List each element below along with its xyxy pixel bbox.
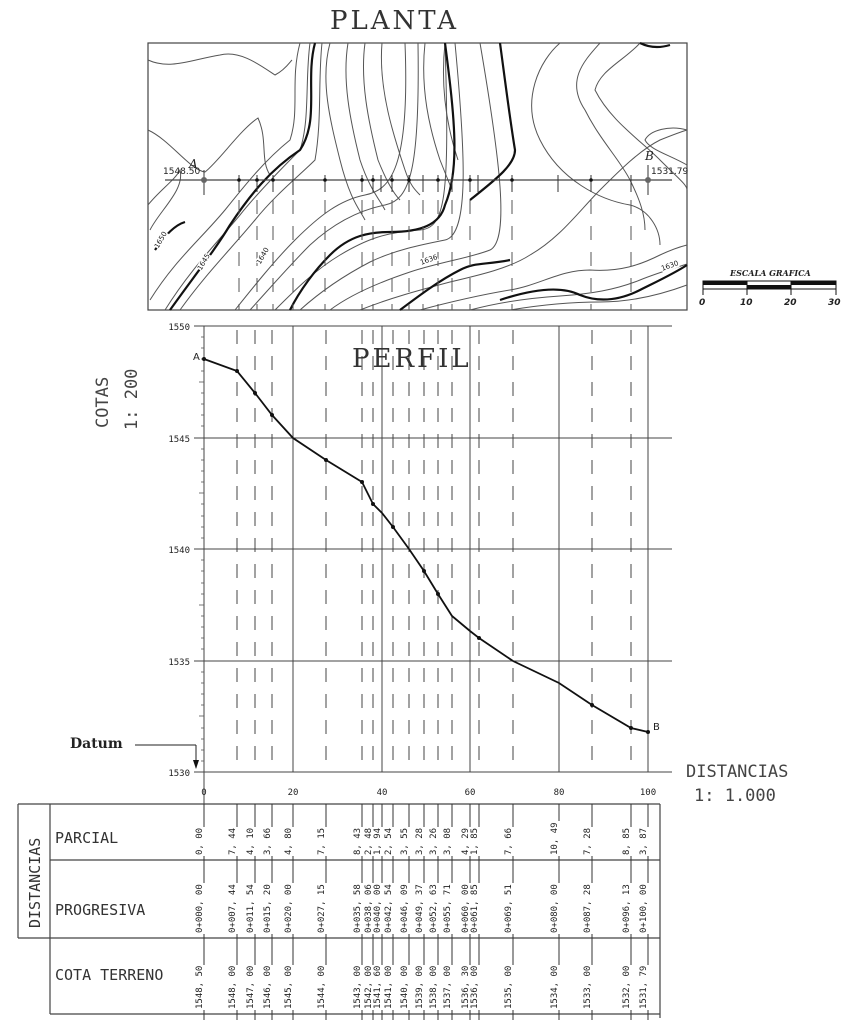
- svg-text:60: 60: [465, 788, 476, 798]
- row-label-progresiva: PROGRESIVA: [55, 901, 146, 919]
- table-cell-cota-terreno: 1547, 00: [246, 964, 256, 1010]
- x-axis-scale: 1: 1.000: [694, 786, 776, 806]
- row-label-parcial: PARCIAL: [55, 829, 119, 847]
- scale-tick-30: 30: [828, 298, 841, 308]
- scale-tick-20: 20: [784, 298, 797, 308]
- svg-text:0: 0: [201, 788, 206, 798]
- table-cell-cota-terreno: 1536, 00: [470, 964, 480, 1010]
- table-cell-parcial: 4, 80: [284, 826, 294, 856]
- point-a-label: A: [189, 157, 198, 171]
- table-cell-progresiva: 0+080, 00: [550, 883, 560, 934]
- table-cell-progresiva: 0+055, 71: [443, 883, 453, 934]
- svg-text:1550: 1550: [168, 323, 190, 333]
- x-axis-label: DISTANCIAS: [686, 762, 789, 782]
- table-cell-cota-terreno: 1544, 00: [317, 964, 327, 1010]
- table-cell-parcial: 7, 44: [228, 826, 238, 856]
- table-cell-parcial: 3, 87: [639, 826, 649, 856]
- table-cell-parcial: 3, 28: [415, 826, 425, 856]
- table-cell-progresiva: 0+096, 13: [622, 883, 632, 934]
- planta-title: PLANTA: [330, 6, 459, 36]
- table-cell-parcial: 8, 43: [353, 826, 363, 856]
- table-group-label: DISTANCIAS: [26, 837, 44, 928]
- table-cell-cota-terreno: 1546, 00: [263, 964, 273, 1010]
- table-cell-cota-terreno: 1543, 00: [353, 964, 363, 1010]
- point-a-elevation: 1548.50: [163, 167, 201, 177]
- table-cell-progresiva: 0+027, 15: [317, 883, 327, 934]
- profile-point-a: A: [193, 352, 200, 363]
- perfil-title: PERFIL: [352, 344, 472, 374]
- point-b-elevation: 1531.79: [651, 167, 689, 177]
- table-cell-parcial: 3, 66: [263, 826, 273, 856]
- table-cell-progresiva: 0+061, 85: [470, 883, 480, 934]
- table-cell-progresiva: 0+087, 28: [583, 883, 593, 934]
- svg-text:100: 100: [640, 788, 656, 798]
- table-cell-cota-terreno: 1534, 00: [550, 964, 560, 1010]
- table-cell-parcial: 3, 08: [443, 826, 453, 856]
- table-cell-progresiva: 0+049, 37: [415, 883, 425, 934]
- table-cell-parcial: 10, 49: [550, 821, 560, 856]
- svg-text:80: 80: [554, 788, 565, 798]
- scale-tick-0: 0: [699, 298, 706, 308]
- table-cell-cota-terreno: 1539, 00: [415, 964, 425, 1010]
- svg-text:1535: 1535: [168, 658, 190, 668]
- table-cell-cota-terreno: 1533, 00: [583, 964, 593, 1010]
- svg-text:20: 20: [288, 788, 299, 798]
- table-cell-parcial: 7, 66: [504, 826, 514, 856]
- profile-point-b: B: [653, 722, 660, 733]
- table-cell-progresiva: 0+040, 00: [373, 883, 383, 934]
- table-cell-progresiva: 0+100, 00: [639, 883, 649, 934]
- table-cell-parcial: 8, 85: [622, 826, 632, 856]
- table-cell-parcial: 7, 15: [317, 826, 327, 856]
- table-cell-parcial: 3, 55: [400, 826, 410, 856]
- table-cell-cota-terreno: 1541, 60: [373, 964, 383, 1010]
- table-cell-parcial: 2, 54: [384, 826, 394, 856]
- table-cell-cota-terreno: 1540, 00: [400, 964, 410, 1010]
- row-label-cota-terreno: COTA TERRENO: [55, 966, 164, 984]
- svg-text:1530: 1530: [168, 769, 190, 779]
- table-cell-cota-terreno: 1535, 00: [504, 964, 514, 1010]
- table-cell-cota-terreno: 1545, 00: [284, 964, 294, 1010]
- table-cell-parcial: 0, 00: [195, 826, 205, 856]
- table-cell-parcial: 7, 28: [583, 826, 593, 856]
- scale-tick-10: 10: [740, 298, 753, 308]
- table-cell-progresiva: 0+000, 00: [195, 883, 205, 934]
- table-cell-parcial: 4, 10: [246, 826, 256, 856]
- table-cell-cota-terreno: 1531, 79: [639, 964, 649, 1010]
- table-cell-cota-terreno: 1538, 00: [429, 964, 439, 1010]
- table-cell-progresiva: 0+020, 00: [284, 883, 294, 934]
- table-cell-progresiva: 0+011, 54: [246, 883, 256, 934]
- svg-text:40: 40: [377, 788, 388, 798]
- table-cell-progresiva: 0+035, 58: [353, 883, 363, 934]
- table-cell-parcial: 1, 94: [373, 826, 383, 856]
- table-cell-parcial: 3, 26: [429, 826, 439, 856]
- table-cell-parcial: 1, 85: [470, 826, 480, 856]
- table-cell-cota-terreno: 1532, 00: [622, 964, 632, 1010]
- scale-bar-title: ESCALA GRAFICA: [730, 268, 811, 278]
- svg-text:1540: 1540: [168, 546, 190, 556]
- table-cell-cota-terreno: 1548, 50: [195, 964, 205, 1010]
- table-cell-cota-terreno: 1537, 00: [443, 964, 453, 1010]
- svg-text:1545: 1545: [168, 435, 190, 445]
- table-cell-progresiva: 0+052, 63: [429, 883, 439, 934]
- table-cell-progresiva: 0+069, 51: [504, 883, 514, 934]
- table-cell-progresiva: 0+015, 20: [263, 883, 273, 934]
- table-cell-progresiva: 0+042, 54: [384, 883, 394, 934]
- point-b-label: B: [645, 149, 654, 163]
- table-cell-cota-terreno: 1548, 00: [228, 964, 238, 1010]
- table-cell-progresiva: 0+007, 44: [228, 883, 238, 934]
- table-cell-progresiva: 0+046, 09: [400, 883, 410, 934]
- datum-label: Datum: [70, 736, 123, 752]
- table-cell-cota-terreno: 1541, 00: [384, 964, 394, 1010]
